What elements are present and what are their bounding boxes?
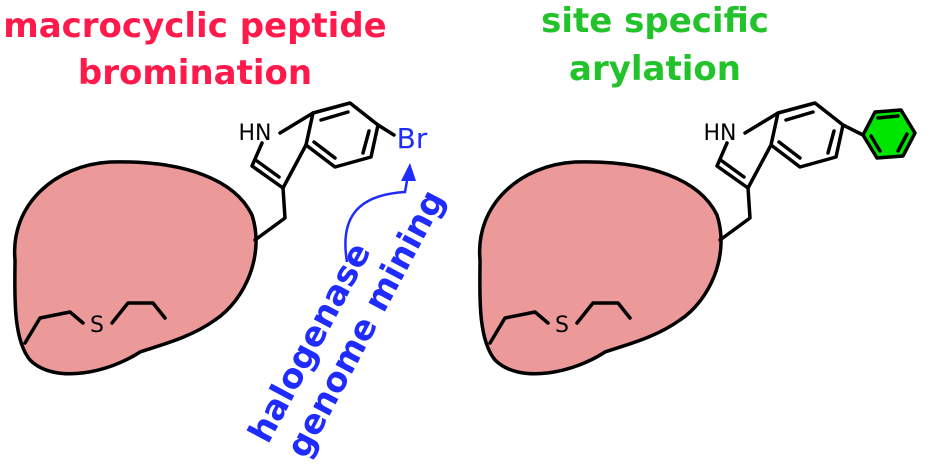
side-chain-bond-left: [253, 186, 287, 242]
nh-label-left: HN: [239, 121, 272, 146]
phenyl-ring: [861, 108, 917, 160]
indole-right: HN: [704, 101, 865, 190]
halogenase-annotation: halogenase genome mining: [241, 163, 453, 464]
right-title-line2: arylation: [569, 49, 741, 89]
indole-left: HN: [239, 101, 396, 190]
curved-arrow: [344, 174, 410, 263]
left-title-line2: bromination: [78, 53, 312, 93]
thioether-bridge-left: S: [23, 301, 167, 345]
right-panel: site specific arylation S HN: [477, 1, 917, 376]
side-chain-bond-right: [718, 186, 752, 242]
left-title-line1: macrocyclic peptide: [3, 6, 386, 46]
macrocycle-blob-left: [12, 160, 258, 376]
thioether-bridge-right: S: [488, 301, 632, 345]
arrow-head: [401, 163, 416, 181]
nh-label-right: HN: [704, 121, 737, 146]
sulfur-label-right: S: [555, 313, 569, 338]
right-title-line1: site specific: [541, 1, 769, 41]
sulfur-label-left: S: [90, 313, 104, 338]
macrocycle-blob-right: [477, 160, 723, 376]
bromine-label: Br: [397, 122, 428, 155]
left-panel: macrocyclic peptide bromination S HN: [3, 6, 428, 376]
